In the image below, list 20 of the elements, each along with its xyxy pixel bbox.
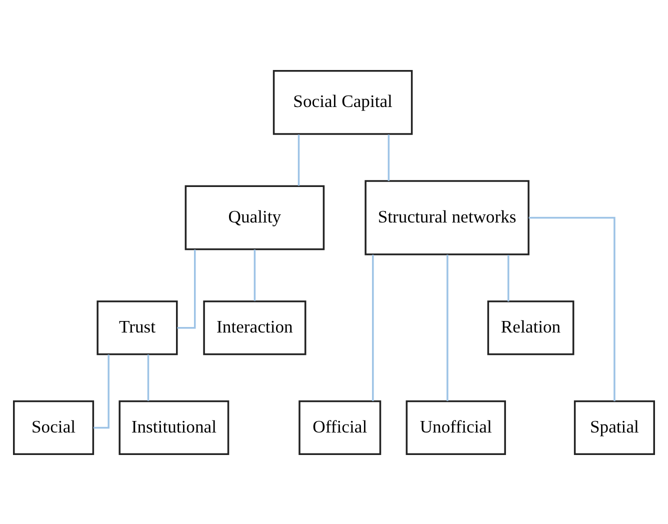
connector	[298, 134, 300, 186]
node-box: Quality	[184, 184, 325, 250]
node-box: Structural networks	[364, 180, 530, 255]
connector	[388, 134, 390, 180]
node-box: Official	[298, 400, 382, 454]
node-box: Spatial	[574, 400, 655, 454]
node-box: Interaction	[203, 300, 306, 355]
connector	[147, 354, 150, 400]
connector	[254, 249, 256, 300]
connector	[446, 254, 448, 400]
node-box: Relation	[487, 300, 574, 355]
connector	[177, 249, 196, 328]
connector	[528, 216, 616, 401]
node-box: Social Capital	[272, 70, 413, 134]
node-box: Trust	[96, 300, 178, 355]
connector	[372, 254, 374, 400]
node-box: Institutional	[118, 400, 230, 454]
node-box: Unofficial	[406, 400, 506, 454]
node-box: Social	[13, 400, 94, 454]
connector	[508, 254, 510, 301]
